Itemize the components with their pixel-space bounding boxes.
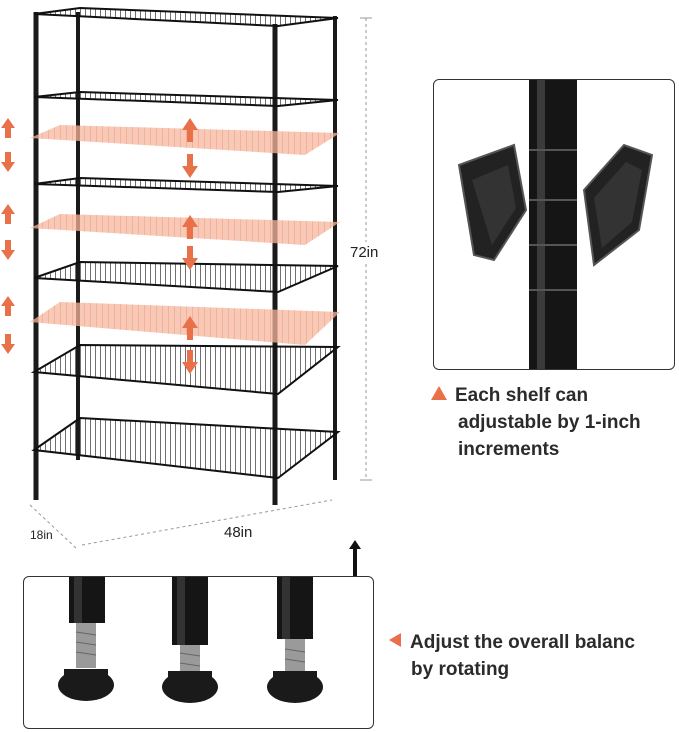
balance-feature-text: Adjust the overall balanc by rotating — [389, 629, 679, 683]
highlight-shelf-2 — [30, 214, 340, 245]
balance-feature-line1: Adjust the overall balanc — [410, 632, 635, 653]
leveling-feet-photo — [58, 577, 323, 703]
triangle-bullet-icon — [431, 386, 447, 400]
triangle-bullet-icon — [389, 633, 401, 647]
up-down-arrow-icon — [1, 118, 15, 354]
depth-label: 18in — [30, 528, 53, 542]
up-down-arrow-icon — [182, 118, 198, 374]
clip-detail-panel — [433, 79, 675, 370]
shelf-clip-photo — [457, 80, 654, 369]
balance-feature-line2: by rotating — [411, 659, 510, 680]
width-label: 48in — [224, 524, 253, 541]
up-arrow-icon — [349, 540, 361, 576]
shelf-feature-text: Each shelf can adjustable by 1-inch incr… — [431, 382, 676, 463]
shelf-feature-line2: adjustable by 1-inch — [458, 412, 641, 433]
shelf-rack-illustration — [1, 6, 372, 549]
wire-shelf-6 — [31, 416, 341, 480]
shelf-feature-line3: increments — [458, 439, 560, 460]
wire-shelf-1 — [33, 6, 339, 28]
height-label: 72in — [350, 242, 379, 263]
wire-shelf-3 — [33, 176, 339, 194]
feet-detail-panel — [23, 576, 374, 729]
highlight-shelf-1 — [30, 125, 340, 155]
wire-shelf-2 — [33, 90, 339, 108]
shelf-feature-line1: Each shelf can — [455, 385, 589, 406]
wire-shelf-5 — [30, 343, 341, 396]
wire-shelf-4 — [33, 260, 339, 294]
